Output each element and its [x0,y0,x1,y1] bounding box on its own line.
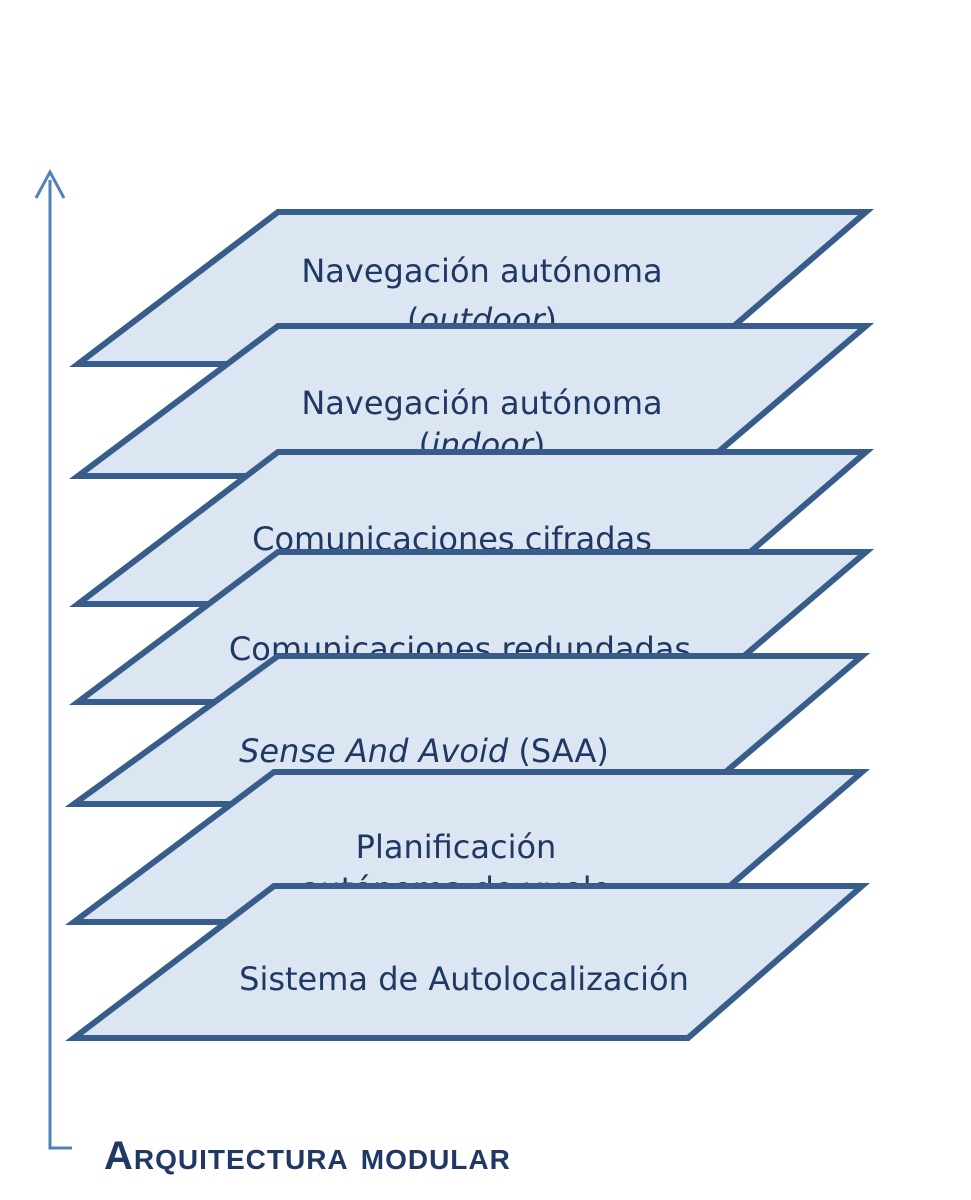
layer-2: Navegación autónoma(indoor) [69,323,875,479]
layer-label: Sistema de Autolocalización [239,960,689,998]
layer-label: Planificación [356,828,557,866]
diagram-title: Arquitectura modular [104,1134,511,1178]
axis-line [48,180,72,1150]
layers: Navegación autónoma(outdoor)Navegación a… [64,209,875,1041]
axis-arrowhead [34,168,66,199]
layer-7: Sistema de Autolocalización [65,883,870,1041]
vertical-axis-arrow [34,168,72,1150]
layer-label: Navegación autónoma [301,384,662,422]
layer-plane [65,883,870,1041]
layer-label: Sense And Avoid (SAA) [239,732,609,770]
layer-5: Sense And Avoid (SAA) [64,653,871,807]
layer-label: Navegación autónoma [301,252,662,290]
